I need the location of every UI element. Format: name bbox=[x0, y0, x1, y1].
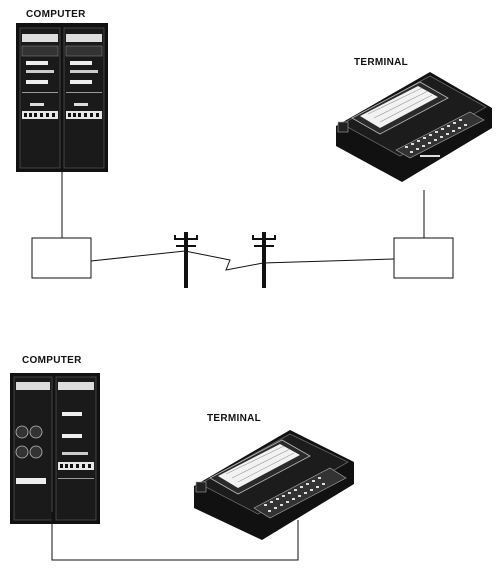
bottom-terminal-teletype bbox=[194, 430, 354, 540]
top-terminal-teletype bbox=[336, 72, 492, 182]
bottom-terminal-label: TERMINAL bbox=[207, 413, 262, 424]
bottom-computer-rack bbox=[10, 373, 100, 524]
telephone-pole-right bbox=[252, 232, 276, 288]
top-terminal-label: TERMINAL bbox=[354, 57, 409, 68]
telephone-pole-left bbox=[174, 232, 198, 288]
bottom-computer-label: COMPUTER bbox=[22, 355, 82, 366]
direct-cable bbox=[51, 512, 299, 561]
top-right-modem bbox=[393, 237, 454, 279]
top-computer-rack bbox=[16, 23, 108, 172]
top-left-modem bbox=[31, 237, 92, 279]
telephone-line bbox=[90, 250, 395, 271]
top-computer-label: COMPUTER bbox=[26, 9, 86, 20]
